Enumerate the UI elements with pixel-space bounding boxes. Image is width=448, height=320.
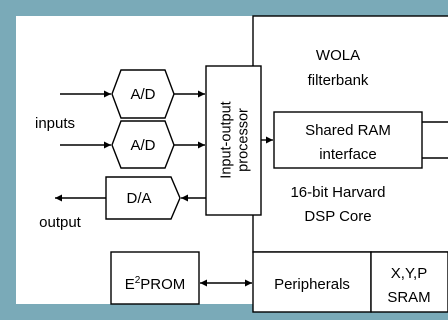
adc-top-label: A/D [130, 86, 155, 103]
sram-box [370, 251, 448, 313]
peripherals-label: Peripherals [274, 276, 350, 293]
shared-ram-box [273, 111, 423, 169]
shared-ram-sublabel: interface [319, 146, 377, 163]
wola-sublabel: filterbank [308, 72, 369, 89]
adc-bottom-label: A/D [130, 137, 155, 154]
io-processor-sublabel: processor [236, 108, 252, 172]
shared-ram-label: Shared RAM [305, 122, 391, 139]
adc-bottom-shape [111, 120, 175, 169]
dsp-core-sublabel: DSP Core [304, 208, 371, 225]
adc-top-shape [111, 69, 175, 119]
dac-label: D/A [126, 190, 151, 207]
io-processor-label: Input-output [219, 101, 235, 178]
eeprom-box [110, 251, 200, 305]
io-processor-box [205, 65, 262, 216]
inputs-label: inputs [35, 115, 75, 132]
sram-label: X,Y,P [391, 265, 427, 282]
wola-label: WOLA [316, 47, 360, 64]
dsp-core-label: 16-bit Harvard [290, 184, 385, 201]
sram-sublabel: SRAM [387, 289, 430, 306]
eeprom-label: E2PROM [125, 275, 186, 293]
output-label: output [39, 214, 82, 231]
dac-shape [105, 176, 181, 220]
